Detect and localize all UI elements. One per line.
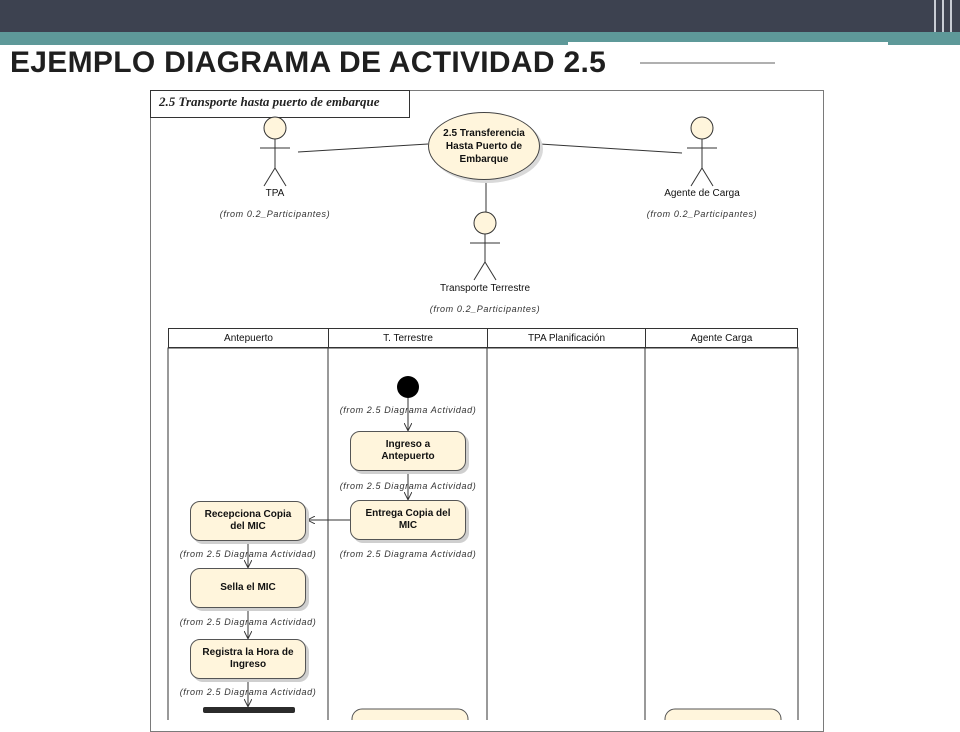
slide-title: EJEMPLO DIAGRAMA DE ACTIVIDAD 2.5 bbox=[10, 46, 607, 79]
activity-registra-hora-ingreso: Registra la Hora de Ingreso bbox=[190, 639, 306, 679]
top-bar-edge-line bbox=[934, 0, 936, 32]
initial-node-from: (from 2.5 Diagrama Actividad) bbox=[339, 405, 477, 415]
activity-entrega-copia-mic: Entrega Copia del MIC bbox=[350, 500, 466, 540]
title-underline bbox=[640, 62, 775, 64]
slide-accent-bar bbox=[0, 32, 960, 45]
activity-entrega-from: (from 2.5 Diagrama Actividad) bbox=[339, 549, 477, 559]
diagram-frame-label: 2.5 Transporte hasta puerto de embarque bbox=[159, 94, 380, 109]
lane-header-agente-carga: Agente Carga bbox=[645, 328, 798, 348]
activity-registra-from: (from 2.5 Diagrama Actividad) bbox=[179, 687, 317, 697]
activity-recepciona-from: (from 2.5 Diagrama Actividad) bbox=[179, 549, 317, 559]
actor-agente-name: Agente de Carga bbox=[664, 188, 740, 199]
actor-agente-from: (from 0.2_Participantes) bbox=[646, 209, 758, 219]
lane-header-tpa-planificacion: TPA Planificación bbox=[487, 328, 646, 348]
actor-tpa-from: (from 0.2_Participantes) bbox=[219, 209, 331, 219]
top-bar-edge-line bbox=[950, 0, 952, 32]
diagram-frame-tab: 2.5 Transporte hasta puerto de embarque bbox=[150, 90, 410, 118]
use-case-transferencia: 2.5 Transferencia Hasta Puerto de Embarq… bbox=[428, 112, 540, 180]
actor-tpa-name: TPA bbox=[265, 188, 285, 199]
top-bar-edge-line bbox=[942, 0, 944, 32]
activity-ingreso-from: (from 2.5 Diagrama Actividad) bbox=[339, 481, 477, 491]
actor-transporte-name: Transporte Terrestre bbox=[439, 283, 531, 294]
actor-transporte-from: (from 0.2_Participantes) bbox=[429, 304, 541, 314]
lane-header-antepuerto: Antepuerto bbox=[168, 328, 329, 348]
lane-header-t-terrestre: T. Terrestre bbox=[328, 328, 488, 348]
activity-ingreso-antepuerto: Ingreso a Antepuerto bbox=[350, 431, 466, 471]
accent-bar-highlight bbox=[568, 42, 888, 46]
activity-sella-from: (from 2.5 Diagrama Actividad) bbox=[179, 617, 317, 627]
activity-recepciona-copia-mic: Recepciona Copia del MIC bbox=[190, 501, 306, 541]
slide-top-bar bbox=[0, 0, 960, 32]
diagram-frame bbox=[150, 90, 824, 732]
activity-sella-mic: Sella el MIC bbox=[190, 568, 306, 608]
